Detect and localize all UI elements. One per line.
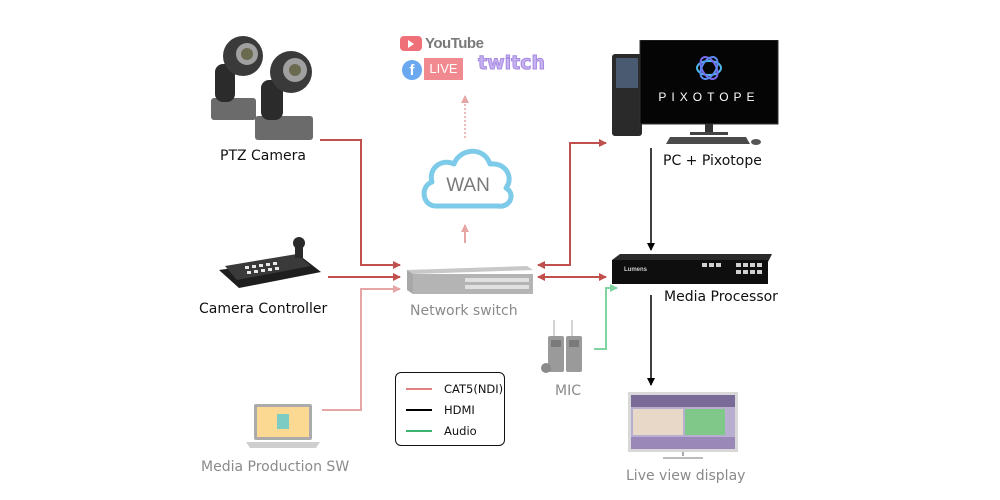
legend-swatch [406, 430, 432, 432]
wan-node: WAN [418, 142, 518, 214]
link-ptz-switch [320, 139, 401, 269]
pc-pixotope-node: PIXOTOPE [610, 40, 780, 150]
link-switch-pc [537, 139, 607, 269]
legend-label: CAT5(NDI) [444, 382, 504, 396]
play-icon [408, 40, 414, 48]
media-processor-node: Lumens [612, 254, 772, 286]
media-production-node [244, 402, 324, 450]
link-mic-processor [594, 284, 618, 350]
network-switch-node [403, 262, 535, 296]
legend-label: HDMI [444, 403, 475, 417]
network-switch-icon [407, 266, 533, 294]
ptz-camera-icon [211, 36, 313, 140]
youtube-text: YouTube [425, 35, 484, 52]
media-production-label: Media Production SW [201, 459, 350, 475]
twitch-logo: twitch [477, 52, 546, 75]
legend-item-cat5: CAT5(NDI) [406, 381, 503, 397]
display-icon [628, 392, 738, 459]
network-switch-label: Network switch [410, 303, 518, 319]
lumens-brand: Lumens [624, 267, 648, 273]
cloud-icon [421, 148, 514, 209]
youtube-logo [400, 36, 422, 51]
pixotope-screen-text: PIXOTOPE [658, 90, 760, 104]
ptz-camera-node [205, 36, 320, 146]
legend: CAT5(NDI) HDMI Audio [395, 372, 505, 446]
media-processor-label: Media Processor [664, 289, 778, 305]
facebook-icon: f [402, 60, 422, 80]
wan-label: WAN [446, 175, 490, 196]
live-view-display-label: Live view display [626, 468, 746, 484]
legend-swatch [406, 409, 432, 411]
link-mediaprod-switch [322, 285, 401, 411]
pc-icon [612, 40, 779, 145]
mic-label: MIC [555, 383, 581, 399]
camera-controller-icon [219, 237, 321, 288]
pc-pixotope-label: PC + Pixotope [663, 153, 762, 169]
legend-swatch [406, 388, 432, 390]
camera-controller-node [215, 236, 325, 294]
media-processor-icon [612, 254, 772, 284]
ptz-camera-label: PTZ Camera [220, 148, 306, 164]
live-view-display-node [628, 392, 738, 460]
legend-label: Audio [444, 424, 477, 438]
camera-controller-label: Camera Controller [199, 301, 328, 317]
streaming-platforms: YouTube f LIVE twitch [400, 35, 546, 85]
laptop-icon [246, 404, 320, 448]
legend-item-audio: Audio [406, 423, 477, 439]
facebook-live-badge: LIVE [424, 58, 463, 80]
legend-item-hdmi: HDMI [406, 402, 475, 418]
mic-node [540, 318, 596, 378]
mic-icon [541, 320, 582, 373]
